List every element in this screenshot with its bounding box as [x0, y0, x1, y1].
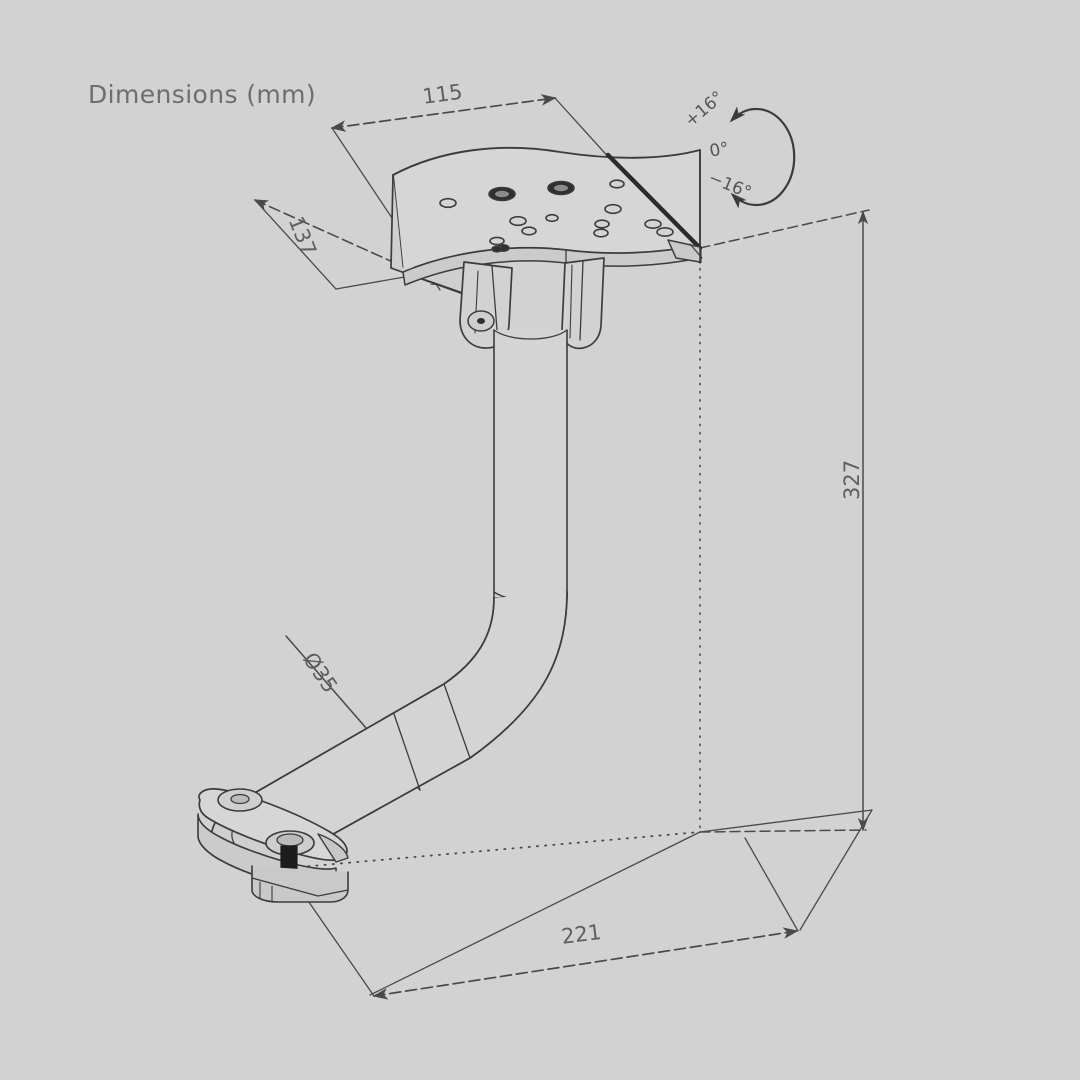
base-clamp [197, 788, 349, 903]
dimension-label-reach: 221 [560, 919, 603, 949]
tilt-label-neutral: 0° [708, 138, 731, 162]
tilt-yoke-bracket [459, 249, 605, 350]
dimension-line-327 [699, 209, 870, 833]
elbow-bend [231, 591, 568, 869]
projection-dotted-line [299, 243, 701, 868]
page-title: Dimensions (mm) [88, 80, 317, 109]
dimension-label-height: 327 [840, 459, 864, 500]
vesa-hole-group [439, 179, 674, 253]
vesa-mounting-plate [390, 146, 703, 304]
